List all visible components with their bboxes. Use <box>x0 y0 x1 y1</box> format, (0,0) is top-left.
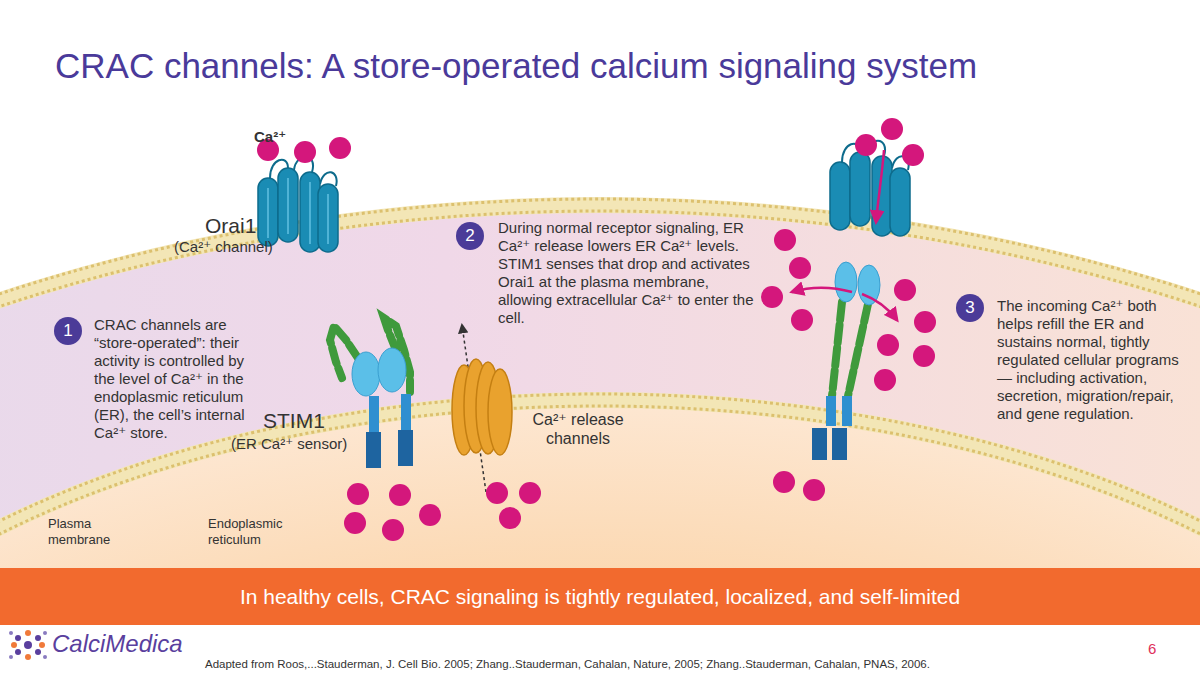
stim1-sensor <box>401 394 411 430</box>
calcium-ion <box>257 118 936 541</box>
calcium-flow-arrow <box>876 150 884 222</box>
stim1-orai1-complex <box>812 428 827 460</box>
er-membrane <box>0 400 1200 675</box>
stim1-orai1-complex <box>842 396 852 426</box>
logo-mark <box>24 641 32 649</box>
band-text: In healthy cells, CRAC signaling is tigh… <box>240 585 960 609</box>
logo-wordmark: CalciMedica <box>52 630 222 659</box>
er-membrane <box>0 394 1200 675</box>
logo-mark <box>15 649 21 655</box>
calcium-ion <box>294 141 316 163</box>
stim1-sensor <box>369 396 379 432</box>
region-label: Plasma membrane <box>48 516 138 547</box>
logo-mark <box>25 630 31 636</box>
protein-name: STIM1 <box>263 408 343 433</box>
logo-mark <box>9 630 47 660</box>
logo-mark <box>9 655 13 659</box>
er-membrane <box>0 394 1200 675</box>
calcium-ion <box>877 334 899 356</box>
calcium-ion <box>855 134 877 156</box>
cytoplasm <box>0 205 1200 675</box>
region-label: Endoplasmic reticulum <box>208 516 308 547</box>
logo-mark <box>9 631 13 635</box>
callout-text: During normal receptor signaling, ER Ca²… <box>498 219 760 327</box>
calcium-ion <box>902 144 924 166</box>
logo-mark <box>43 655 47 659</box>
orai1-channel <box>890 168 910 236</box>
orai1-channel <box>850 152 870 226</box>
plasma-membrane <box>0 211 1200 675</box>
stim1-orai1-complex <box>835 262 857 302</box>
logo-mark <box>39 642 45 648</box>
calcium-ion <box>519 482 541 504</box>
logo-mark <box>25 654 31 660</box>
stim1-orai1-complex <box>858 265 880 305</box>
calcium-ion <box>803 479 825 501</box>
calcium-flow-arrow <box>792 150 897 320</box>
logo-mark <box>15 635 21 641</box>
callout-number: 3 <box>956 294 984 322</box>
stim1-orai1-complex <box>792 141 910 460</box>
er-membrane <box>0 406 1200 675</box>
calcium-ion <box>914 311 936 333</box>
plasma-membrane <box>0 199 1200 675</box>
protein-name: Orai1 <box>205 213 285 238</box>
calcium-ion <box>344 512 366 534</box>
summary-band: In healthy cells, CRAC signaling is tigh… <box>0 568 1200 625</box>
calcium-ion <box>486 482 508 504</box>
calcium-ion <box>789 257 811 279</box>
orai1-channel <box>258 157 338 252</box>
plasma-membrane <box>0 199 1200 675</box>
logo-mark <box>35 635 41 641</box>
stim1-sensor <box>352 352 380 396</box>
logo-mark <box>35 649 41 655</box>
protein-role: (Ca²⁺ channel) <box>174 238 304 256</box>
orai1-channel <box>268 178 328 244</box>
reference-caption: Adapted from Roos,...Stauderman, J. Cell… <box>205 658 930 670</box>
plasma-membrane <box>0 205 1200 675</box>
calcium-ion <box>894 279 916 301</box>
callout-text: The incoming Ca²⁺ both helps refill the … <box>997 297 1187 423</box>
calcium-ion <box>791 309 813 331</box>
page-number: 6 <box>1148 640 1178 658</box>
calcium-ion <box>347 483 369 505</box>
calcium-flow-arrow <box>862 294 897 320</box>
er-lumen <box>0 400 1200 675</box>
stim1-sensor <box>398 430 413 466</box>
slide-title: CRAC channels: A store-operated calcium … <box>55 46 977 86</box>
stim1-orai1-complex <box>832 428 847 460</box>
channel-label: Ca²⁺ release channels <box>522 410 634 448</box>
stim1-orai1-complex <box>826 396 836 426</box>
logo-mark <box>11 642 17 648</box>
ion-label: Ca²⁺ <box>254 128 314 146</box>
stim1-sensor <box>378 348 406 392</box>
calcium-ion <box>774 229 796 251</box>
stim1-sensor <box>366 432 381 468</box>
calcium-ion <box>389 484 411 506</box>
calcium-ion <box>874 369 896 391</box>
orai1-channel <box>830 162 850 230</box>
protein-role: (ER Ca²⁺ sensor) <box>231 435 371 453</box>
stim1-orai1-complex <box>848 304 868 396</box>
calcium-ion <box>329 137 351 159</box>
footer-background <box>0 568 1200 675</box>
calcium-ion <box>913 345 935 367</box>
calcium-ion <box>499 507 521 529</box>
calcium-ion <box>419 504 441 526</box>
calcium-ion <box>382 519 404 541</box>
ca-release-channel <box>452 359 512 455</box>
calcium-ion <box>881 118 903 140</box>
callout-text: CRAC channels are “store-operated”: thei… <box>94 316 266 442</box>
calcium-ion <box>761 286 783 308</box>
stim1-orai1-complex <box>832 302 842 396</box>
callout-number: 1 <box>54 317 82 345</box>
ca-release-channel <box>452 325 512 492</box>
callout-number: 2 <box>456 222 484 250</box>
ca-release-channel <box>488 369 512 455</box>
calcium-flow-arrow <box>792 288 852 293</box>
calcium-ion <box>773 471 795 493</box>
logo-mark <box>43 631 47 635</box>
